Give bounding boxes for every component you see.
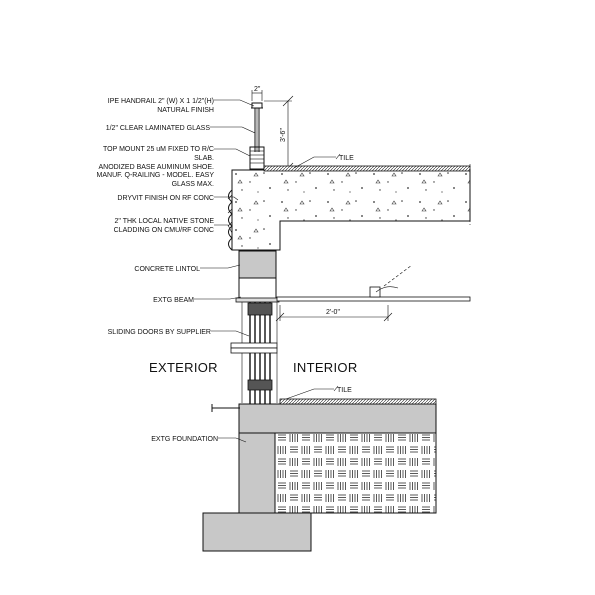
dim-rail-width-text: 2": [254, 86, 261, 93]
extg-beam: [235, 277, 280, 303]
label-beam: EXTG BEAM: [153, 297, 194, 304]
dim-soffit: 2'-0": [275, 305, 393, 322]
laminated-glass: [254, 108, 260, 152]
label-mount-1: TOP MOUNT 25 uM FIXED TO R/C: [103, 146, 214, 153]
dim-rail-height: 3'-6": [264, 95, 294, 174]
label-lintel: CONCRETE LINTOL: [134, 266, 200, 273]
annotations: IPE HANDRAIL 2" (W) X 1 1/2"(H) NATURAL …: [97, 98, 355, 443]
label-mount-3: ANODIZED BASE AUMINUM SHOE.: [98, 164, 214, 171]
label-exterior: EXTERIOR: [149, 360, 218, 375]
label-handrail-2: NATURAL FINISH: [157, 107, 214, 114]
extg-foundation: [202, 432, 437, 552]
label-tile-bottom: TILE: [337, 387, 352, 394]
label-mount-5: GLASS MAX.: [172, 181, 214, 188]
label-foundation: EXTG FOUNDATION: [151, 436, 218, 443]
label-stone-2: CLADDING ON CMU/RF CONC: [114, 227, 214, 234]
stone-cladding: [227, 189, 233, 251]
label-mount-2: SLAB.: [194, 155, 214, 162]
concrete-lintel: [238, 250, 277, 279]
label-glass: 1/2" CLEAR LAMINATED GLASS: [106, 125, 211, 132]
soffit: [276, 264, 471, 302]
label-tile-top: TILE: [339, 155, 354, 162]
label-handrail-1: IPE HANDRAIL 2" (W) X 1 1/2"(H): [108, 98, 214, 105]
dim-rail-height-text: 3'-6": [280, 128, 287, 142]
label-mount-4: MANUF. Q-RAILING - MODEL. EASY: [97, 172, 215, 179]
sliding-doors: [230, 302, 278, 405]
leaders: [194, 99, 341, 443]
upper-slab: [231, 164, 471, 251]
label-stone-1: 2" THK LOCAL NATIVE STONE: [115, 218, 215, 225]
label-doors: SLIDING DOORS BY SUPPLIER: [108, 329, 211, 336]
label-interior: INTERIOR: [293, 360, 358, 375]
label-dryvit: DRYVIT FINISH ON RF CONC: [117, 195, 214, 202]
dim-soffit-text: 2'-0": [326, 309, 340, 316]
dim-rail-width: 2": [251, 86, 263, 101]
lower-slab: [211, 398, 437, 434]
